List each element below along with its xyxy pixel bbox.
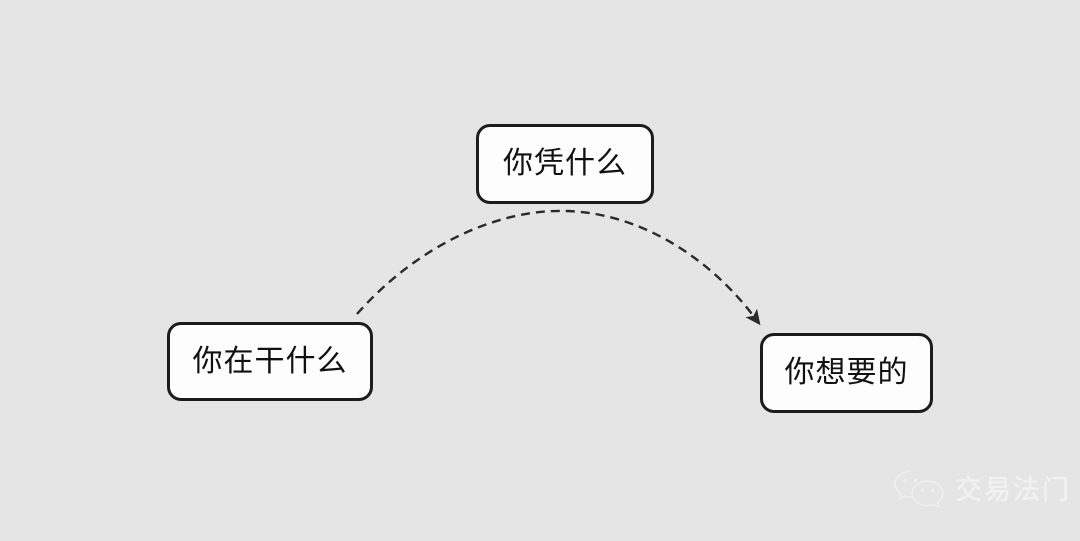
- wechat-icon: [894, 470, 944, 508]
- node-label-top: 你凭什么: [503, 147, 627, 180]
- node-label-left: 你在干什么: [192, 344, 348, 378]
- node-box-right[interactable]: 你想要的: [760, 333, 933, 413]
- node-box-left[interactable]: 你在干什么: [167, 322, 373, 401]
- node-label-right: 你想要的: [784, 356, 909, 389]
- watermark: 交易法门: [893, 468, 1071, 512]
- connector-left-to-right-path: [356, 209, 761, 326]
- watermark-text: 交易法门: [955, 474, 1071, 505]
- node-box-top[interactable]: 你凭什么: [476, 124, 654, 204]
